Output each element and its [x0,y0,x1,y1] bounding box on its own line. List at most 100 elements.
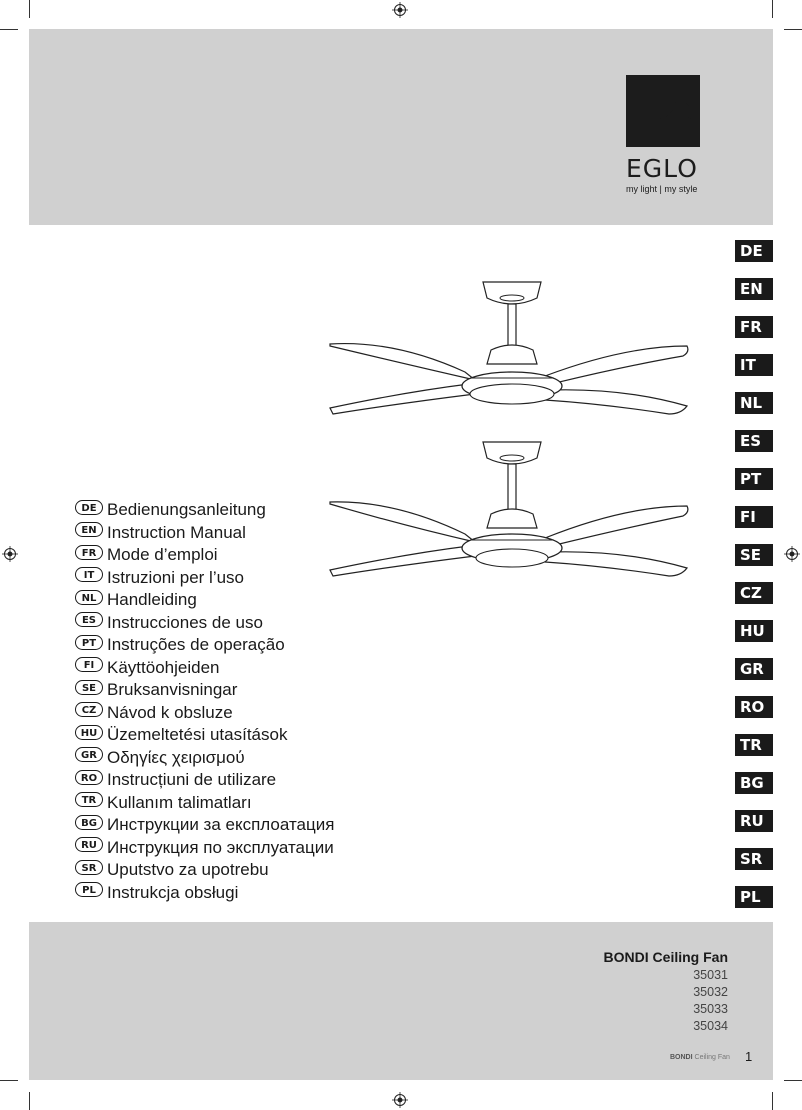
crop-mark [784,1080,802,1081]
manual-title: Instrukcja obsługi [107,882,239,902]
language-badge: FR [75,544,103,560]
language-badge: ES [75,612,103,628]
language-badge: EN [75,522,103,538]
language-tab-en[interactable]: EN [735,278,773,300]
footer-label: Ceiling Fan [694,1054,730,1061]
crop-mark [0,29,18,30]
product-info: BONDI Ceiling Fan 35031 35032 35033 3503… [604,947,728,1035]
language-tab-tr[interactable]: TR [735,734,773,756]
crop-mark [29,0,30,18]
language-tab-gr[interactable]: GR [735,658,773,680]
registration-mark-icon [392,2,408,18]
language-badge: BG [75,814,103,830]
manual-title: Bruksanvisningar [107,680,238,700]
language-badge: IT [75,567,103,583]
language-badge: PL [75,882,103,898]
manual-title: Kullanım talimatları [107,792,252,812]
crop-mark [0,1080,18,1081]
product-code: 35034 [693,1019,728,1033]
manual-title: Handleiding [107,590,197,610]
product-code: 35033 [693,1002,728,1016]
language-tab-sr[interactable]: SR [735,848,773,870]
manual-title: Instrucțiuni de utilizare [107,770,277,790]
language-badge: RO [75,769,103,785]
manual-title: Návod k obsluze [107,702,233,722]
footer-product-label: BONDI Ceiling Fan [670,1054,730,1061]
manual-title: Instruction Manual [107,522,246,542]
manual-title: Instruções de operação [107,635,285,655]
manual-title: Инструкция по эксплуатации [107,837,334,857]
registration-mark-icon [784,546,800,562]
manual-title: Инструкции за експлоатация [107,815,335,835]
manual-title: Οδηγίες χειρισμού [107,747,245,767]
language-tab-se[interactable]: SE [735,544,773,566]
ceiling-fan-illustration-top [329,281,689,415]
language-badge: DE [75,499,103,515]
language-tab-pt[interactable]: PT [735,468,773,490]
manual-title: Bedienungsanleitung [107,500,266,520]
crop-mark [784,29,802,30]
eglo-logo-icon [626,75,700,147]
language-tab-ro[interactable]: RO [735,696,773,718]
language-tab-fr[interactable]: FR [735,316,773,338]
language-badge: SE [75,679,103,695]
language-badge: RU [75,837,103,853]
manual-title: Istruzioni per l’uso [107,567,245,587]
language-badge: FI [75,657,103,673]
language-badge: PT [75,634,103,650]
manual-title: Mode d’emploi [107,545,218,565]
page-number: 1 [745,1049,753,1064]
language-badge: CZ [75,702,103,718]
manual-title: Käyttöohjeiden [107,657,220,677]
product-code: 35032 [693,985,728,999]
language-badge: NL [75,589,103,605]
language-badge: GR [75,747,103,763]
product-code: 35031 [693,968,728,982]
language-badge: HU [75,724,103,740]
language-tab-cz[interactable]: CZ [735,582,773,604]
language-tab-es[interactable]: ES [735,430,773,452]
footer-brand: BONDI [670,1054,693,1061]
crop-mark [29,1092,30,1110]
registration-mark-icon [392,1092,408,1108]
language-tab-hu[interactable]: HU [735,620,773,642]
language-tab-bg[interactable]: BG [735,772,773,794]
language-tab-fi[interactable]: FI [735,506,773,528]
language-tab-pl[interactable]: PL [735,886,773,908]
language-badge: TR [75,792,103,808]
language-badge: SR [75,859,103,875]
product-title: BONDI Ceiling Fan [603,949,728,965]
manual-title: Instrucciones de uso [107,612,263,632]
brand-name: EGLO [626,154,698,183]
brand-tagline: my light | my style [626,184,698,194]
language-tab-nl[interactable]: NL [735,392,773,414]
crop-mark [772,0,773,18]
manual-title: Üzemeltetési utasítások [107,725,288,745]
ceiling-fan-illustration-bottom [329,441,689,577]
language-tab-it[interactable]: IT [735,354,773,376]
registration-mark-icon [2,546,18,562]
crop-mark [772,1092,773,1110]
language-tab-de[interactable]: DE [735,240,773,262]
manual-title: Uputstvo za upotrebu [107,860,269,880]
language-tab-ru[interactable]: RU [735,810,773,832]
